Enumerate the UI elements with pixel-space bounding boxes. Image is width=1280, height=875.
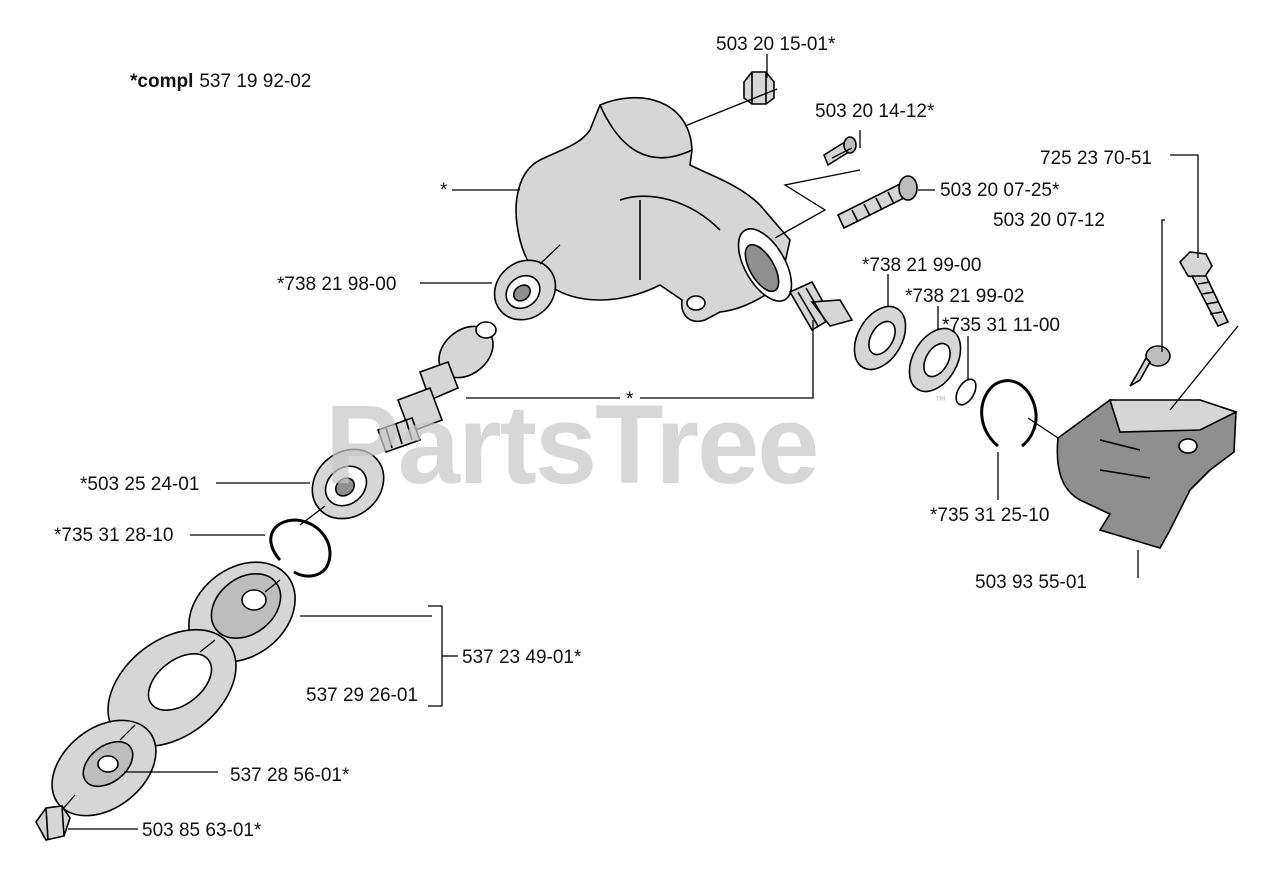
nut-part [35,805,71,841]
bearing-lower-part [311,448,385,520]
label-503-20-07-25[interactable]: 503 20 07-25* [940,180,1060,201]
label-725-23-70-51[interactable]: 725 23 70-51 [1040,148,1152,169]
screw-short-part [823,136,857,167]
assembly-prefix: *compl [130,71,193,92]
bearing-right-1-part [853,305,907,371]
label-503-20-07-12[interactable]: 503 20 07-12 [993,210,1105,231]
label-gear-star[interactable]: * [626,389,634,410]
label-735-31-28-10[interactable]: *735 31 28-10 [54,525,173,546]
bearing-right-2-part [908,327,962,393]
circlip-left-part [269,518,332,578]
screw-long-part [836,175,918,230]
flange-screw-part [1129,345,1171,387]
label-503-93-55-01[interactable]: 503 93 55-01 [975,572,1087,593]
label-738-21-98-00[interactable]: *738 21 98-00 [277,274,396,295]
circlip-right-part [980,379,1038,448]
watermark-trademark: ™ [935,395,946,407]
label-738-21-99-02[interactable]: *738 21 99-02 [905,286,1024,307]
label-housing-star[interactable]: * [440,180,448,201]
label-735-31-25-10[interactable]: *735 31 25-10 [930,505,1049,526]
label-735-31-11-00[interactable]: *735 31 11-00 [942,315,1060,336]
small-ring-part [955,378,977,406]
plug-part [743,71,775,105]
label-537-28-56-01[interactable]: 537 28 56-01* [230,765,350,786]
label-738-21-99-00[interactable]: *738 21 99-00 [862,255,981,276]
bearing-upper-part [493,259,557,321]
leader-lines [61,54,1239,830]
support-disc-part [107,628,237,748]
pinion-gear-part [788,280,854,332]
label-503-20-15-01[interactable]: 503 20 15-01* [716,34,836,55]
hex-bolt-part [1179,251,1230,328]
gear-housing-part [515,97,793,322]
bevel-gear-shaft-part [376,321,497,454]
assembly-number: 537 19 92-02 [199,71,311,92]
label-503-20-14-12[interactable]: 503 20 14-12* [815,101,935,122]
label-503-85-63-01[interactable]: 503 85 63-01* [142,820,262,841]
washer-part [51,719,157,817]
label-537-23-49-01[interactable]: 537 23 49-01* [462,647,582,668]
label-537-29-26-01[interactable]: 537 29 26-01 [306,685,418,706]
label-503-25-24-01[interactable]: *503 25 24-01 [80,474,199,495]
assembly-header: *compl 537 19 92-02 [130,71,311,92]
guard-bracket-part [1056,399,1239,549]
watermark-text: PartsTree [325,382,818,507]
